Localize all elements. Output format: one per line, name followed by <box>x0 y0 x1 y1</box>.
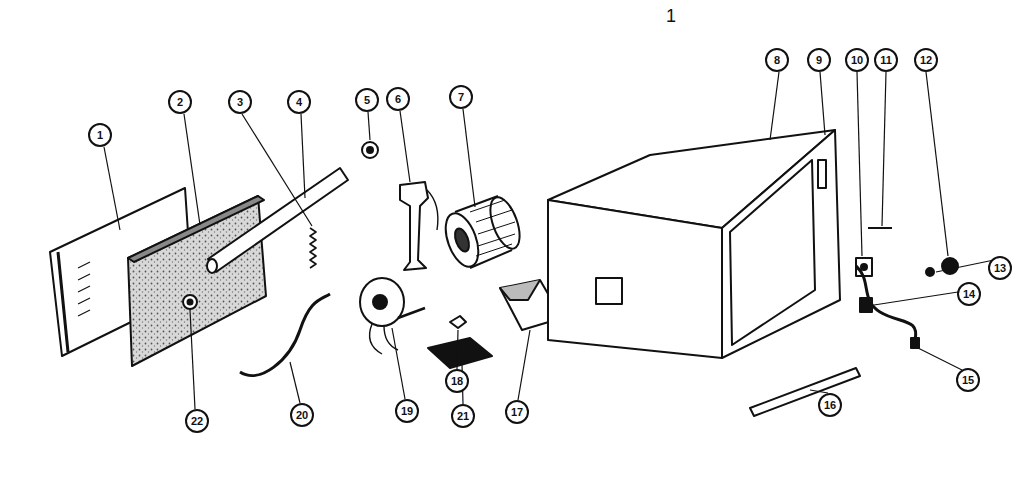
callout-number: 10 <box>845 48 869 72</box>
page-mark: 1 <box>666 7 676 25</box>
grommet <box>183 295 197 309</box>
leader-lines <box>104 72 994 409</box>
callout-number: 4 <box>287 90 311 114</box>
callout-number: 1 <box>88 123 112 147</box>
filter-block <box>128 196 266 366</box>
callout-number: 11 <box>874 48 898 72</box>
drain-hose <box>240 294 330 376</box>
clip <box>450 316 466 328</box>
blower-wheel <box>439 209 484 271</box>
callout-number: 13 <box>988 256 1012 280</box>
callout-number: 9 <box>807 48 831 72</box>
rail <box>750 368 860 416</box>
callout-number: 20 <box>290 403 314 427</box>
callout-number: 14 <box>957 282 981 306</box>
callout-number: 15 <box>956 368 980 392</box>
callout-number: 5 <box>355 88 379 112</box>
callout-number: 19 <box>395 399 419 423</box>
callout-number: 18 <box>445 369 469 393</box>
knob <box>362 142 378 158</box>
callout-number: 6 <box>386 87 410 111</box>
motor <box>360 278 404 326</box>
callout-number: 12 <box>914 48 938 72</box>
callout-number: 21 <box>451 404 475 428</box>
control-knob <box>942 258 958 274</box>
callout-number: 3 <box>228 90 252 114</box>
callout-number: 17 <box>505 400 529 424</box>
washer <box>926 268 934 276</box>
callout-number: 8 <box>765 48 789 72</box>
spring <box>310 228 316 268</box>
callout-number: 2 <box>168 90 192 114</box>
motor-bracket <box>400 182 428 270</box>
callout-number: 7 <box>449 85 473 109</box>
callout-number: 22 <box>185 409 209 433</box>
front-panel <box>722 130 840 358</box>
callout-number: 16 <box>818 393 842 417</box>
pad <box>428 338 492 368</box>
screw <box>868 227 892 229</box>
tube <box>208 168 348 272</box>
